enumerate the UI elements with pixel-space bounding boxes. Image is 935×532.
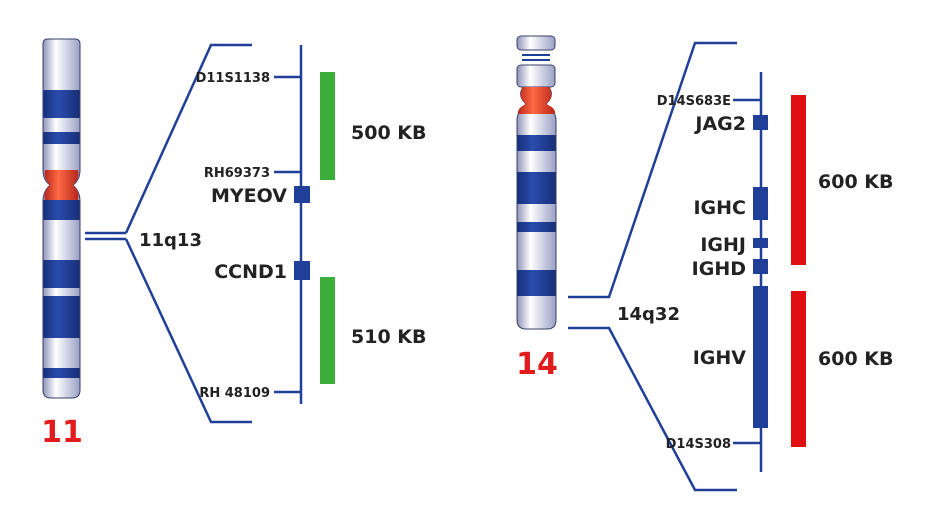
chr11-band bbox=[44, 368, 80, 378]
chr11-band bbox=[44, 260, 80, 288]
chr14-band bbox=[518, 270, 556, 296]
gene-block-ighc bbox=[753, 187, 768, 220]
chr14-band bbox=[518, 222, 556, 232]
gene-label-ccnd1: CCND1 bbox=[214, 261, 287, 283]
probe-size-label: 600 KB bbox=[818, 171, 893, 193]
chromosome-11-ideogram bbox=[43, 39, 80, 398]
probe-size-label: 510 KB bbox=[351, 326, 426, 348]
chr11-map-axis bbox=[274, 45, 301, 404]
gene-label-myeov: MYEOV bbox=[211, 185, 287, 207]
gene-block-myeov bbox=[294, 186, 310, 203]
gene-block-ighd bbox=[753, 259, 768, 274]
gene-label-ighj: IGHJ bbox=[700, 234, 746, 256]
gene-block-ccnd1 bbox=[294, 261, 310, 280]
region-label-14q32: 14q32 bbox=[617, 304, 680, 325]
chr11-band bbox=[44, 132, 80, 144]
gene-block-jag2 bbox=[753, 115, 768, 130]
probe-bar-red-lower bbox=[791, 291, 806, 447]
probe-bar-green-lower bbox=[320, 277, 335, 384]
chr14-band bbox=[518, 172, 556, 204]
chromosome-14-ideogram bbox=[517, 36, 556, 329]
region-label-11q13: 11q13 bbox=[139, 230, 202, 251]
chromosome-11-label: 11 bbox=[41, 415, 83, 450]
probe-bar-green-upper bbox=[320, 72, 335, 180]
marker-label: D14S308 bbox=[666, 437, 731, 452]
marker-label: D14S683E bbox=[657, 94, 731, 109]
gene-label-ighv: IGHV bbox=[693, 347, 747, 369]
gene-label-jag2: JAG2 bbox=[693, 113, 746, 135]
chromosome-14-label: 14 bbox=[516, 347, 558, 382]
gene-label-ighd: IGHD bbox=[692, 258, 746, 280]
marker-label: RH 48109 bbox=[199, 386, 270, 401]
chr11-band bbox=[44, 200, 80, 220]
chr11-band bbox=[44, 90, 80, 118]
gene-block-ighj bbox=[753, 238, 768, 248]
probe-bar-red-upper bbox=[791, 95, 806, 265]
probe-size-label: 500 KB bbox=[351, 122, 426, 144]
chr14-band bbox=[518, 135, 556, 151]
marker-label: D11S1138 bbox=[196, 71, 270, 86]
probe-size-label: 600 KB bbox=[818, 348, 893, 370]
marker-label: RH69373 bbox=[204, 166, 270, 181]
gene-block-ighv bbox=[753, 286, 768, 428]
gene-label-ighc: IGHC bbox=[693, 197, 746, 219]
chr11-band bbox=[44, 296, 80, 338]
